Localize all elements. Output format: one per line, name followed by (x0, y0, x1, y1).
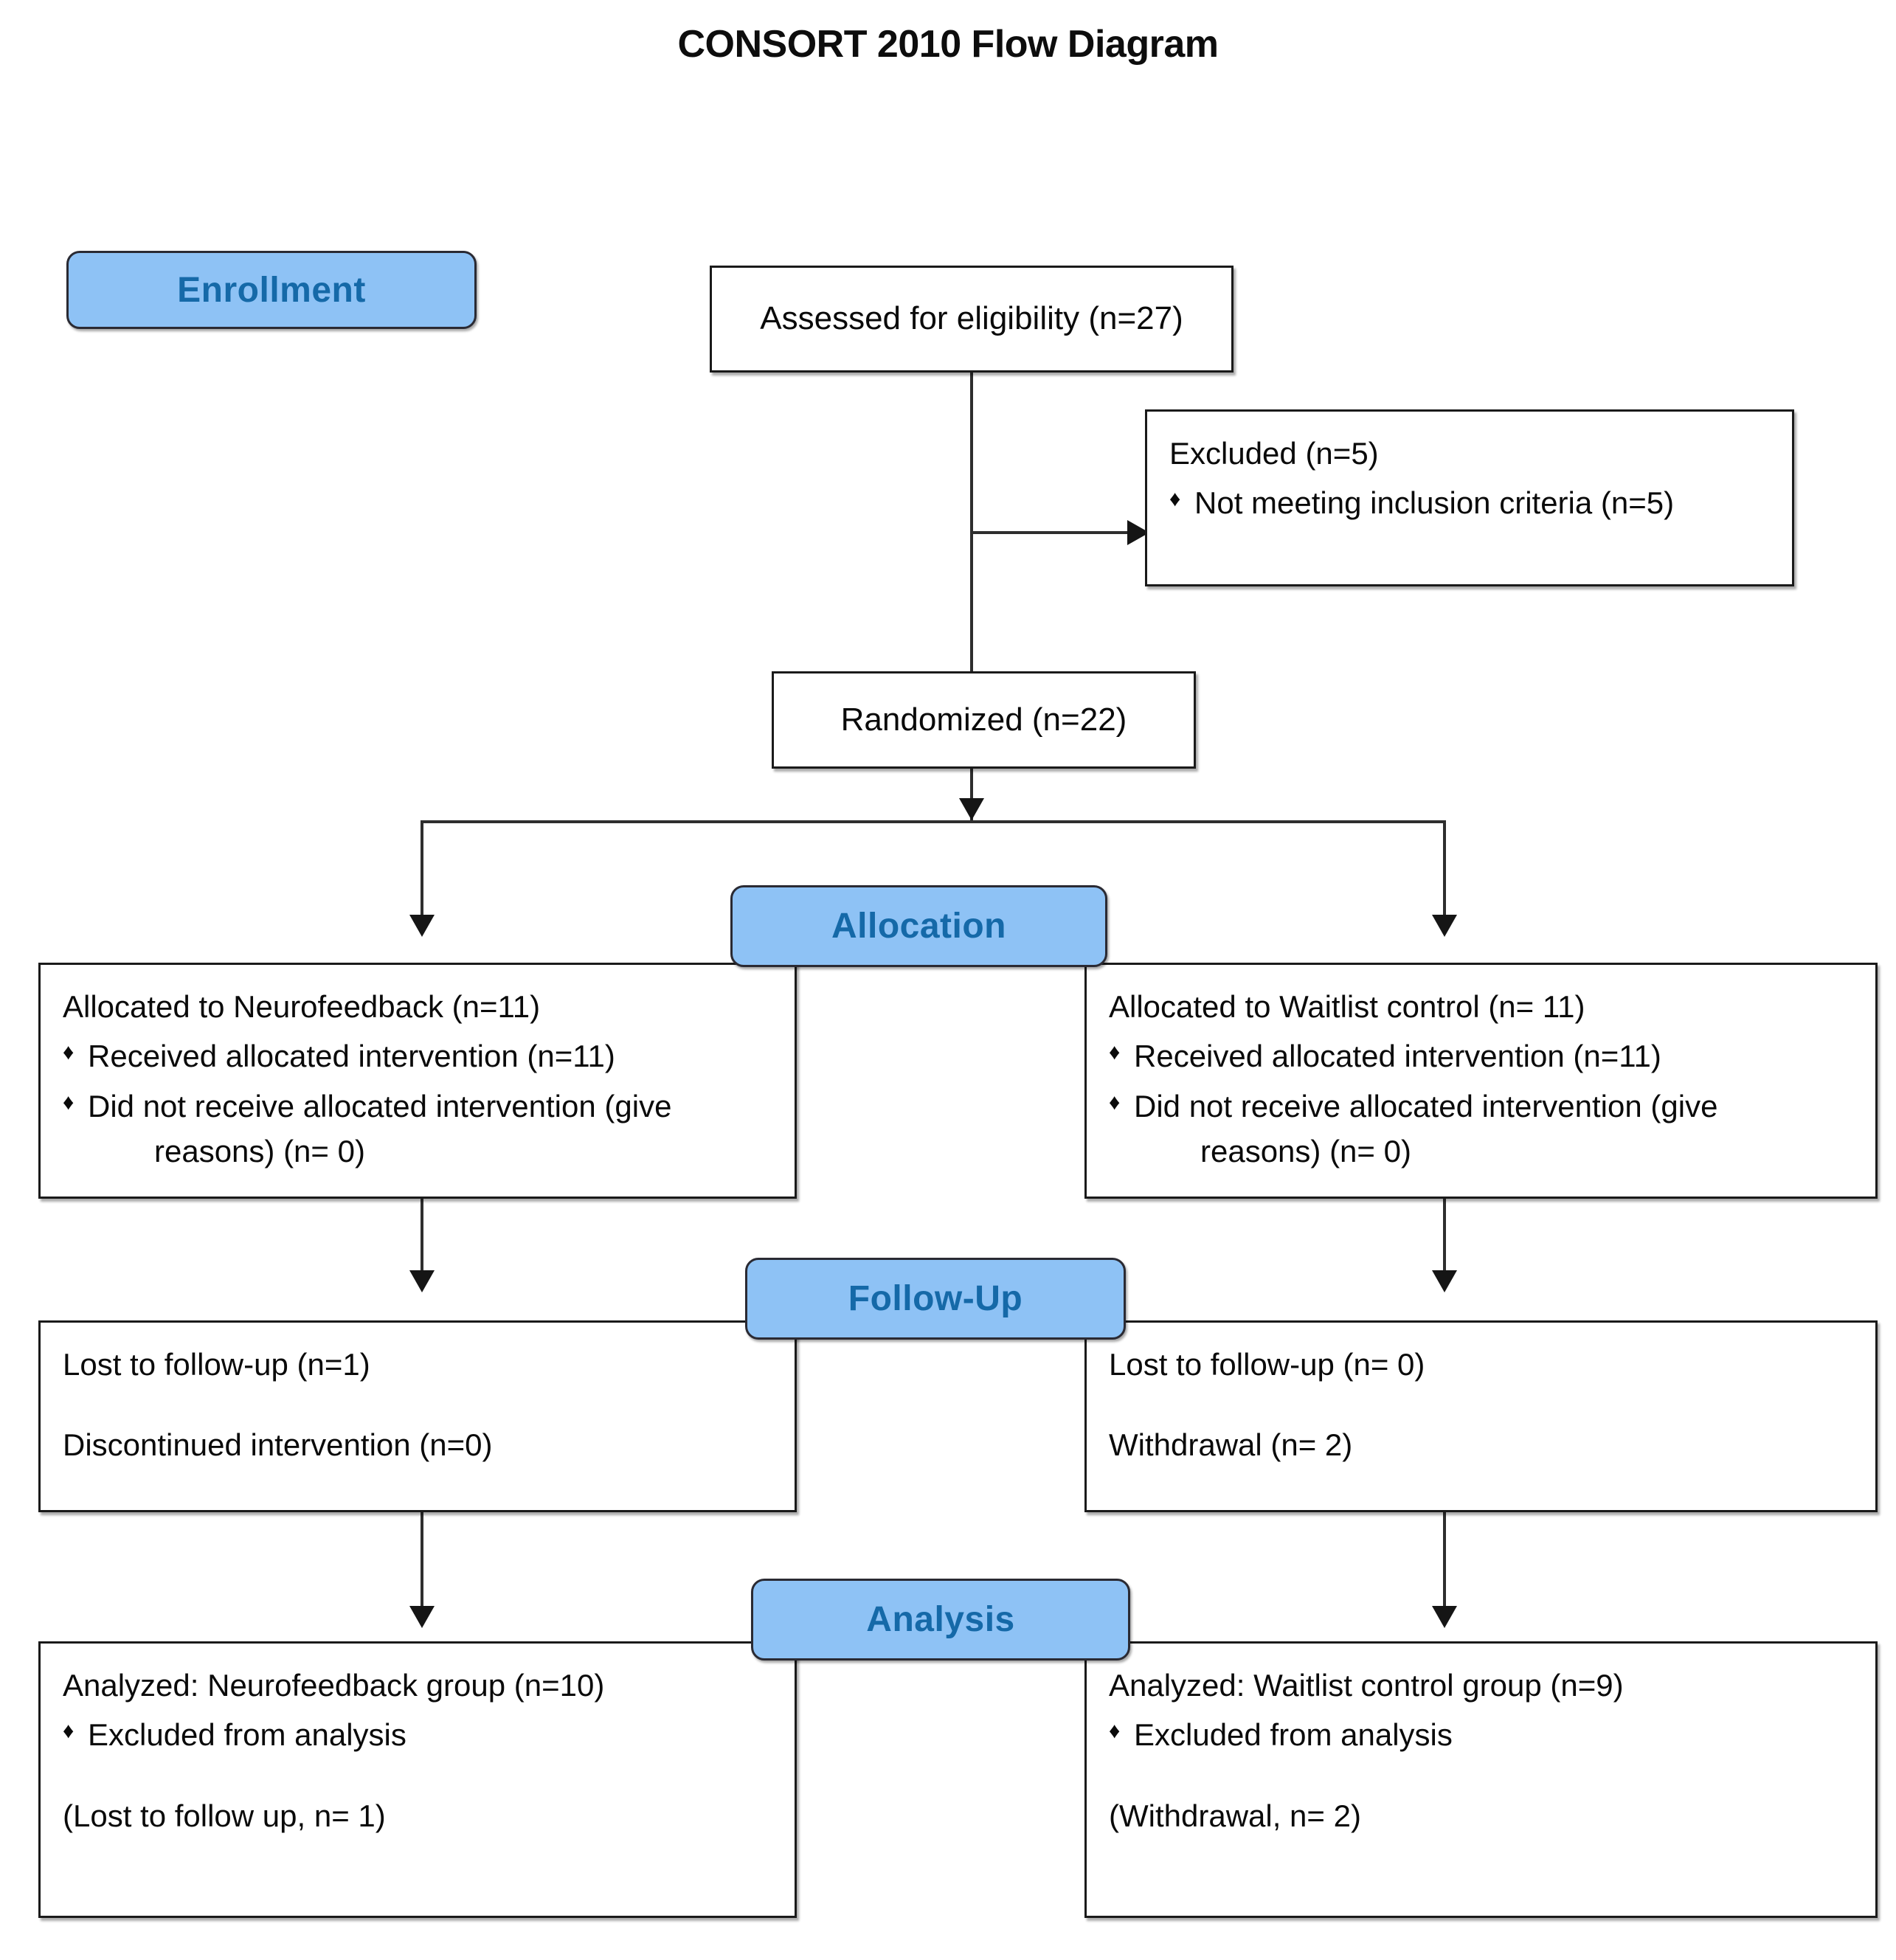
box-excluded: Excluded (n=5) ♦ Not meeting inclusion c… (1145, 409, 1794, 586)
analysis-left-note: (Lost to follow up, n= 1) (63, 1798, 386, 1833)
connector-alloc-left-to-follow (421, 1199, 423, 1276)
follow-right-line1: Lost to follow-up (n= 0) (1109, 1347, 1425, 1382)
alloc-left-bullet-text: Received allocated intervention (n=11) (88, 1039, 615, 1074)
box-followup-neurofeedback: Lost to follow-up (n=1) Discontinued int… (38, 1320, 797, 1512)
box-analysis-neurofeedback: Analyzed: Neurofeedback group (n=10) ♦ E… (38, 1641, 797, 1918)
arrow-follow-right-to-analysis (1432, 1606, 1457, 1628)
alloc-left-bullet-1-second: reasons) (n= 0) (154, 1133, 365, 1168)
arrow-to-alloc-left (409, 915, 435, 937)
excluded-bullet-text: Not meeting inclusion criteria (n=5) (1194, 485, 1675, 521)
connector-alloc-right-to-follow (1443, 1199, 1446, 1276)
alloc-right-bullet-0: ♦ Received allocated intervention (n=11) (1109, 1033, 1853, 1078)
analysis-left-heading: Analyzed: Neurofeedback group (n=10) (63, 1668, 605, 1703)
alloc-left-bullet-0: ♦ Received allocated intervention (n=11) (63, 1033, 772, 1078)
box-allocated-waitlist: Allocated to Waitlist control (n= 11) ♦ … (1084, 963, 1878, 1199)
follow-right-line2: Withdrawal (n= 2) (1109, 1427, 1353, 1463)
arrow-alloc-right-to-follow (1432, 1270, 1457, 1292)
box-assessed-for-eligibility: Assessed for eligibility (n=27) (710, 266, 1234, 373)
analysis-left-bullet-0: ♦ Excluded from analysis (63, 1712, 772, 1757)
stage-label-allocation-text: Allocation (831, 907, 1006, 946)
alloc-left-bullet-1: ♦ Did not receive allocated intervention… (63, 1084, 772, 1174)
alloc-left-heading: Allocated to Neurofeedback (n=11) (63, 989, 541, 1024)
stage-label-allocation: Allocation (730, 885, 1107, 967)
assessed-text: Assessed for eligibility (n=27) (760, 300, 1183, 337)
excluded-bullet-0: ♦ Not meeting inclusion criteria (n=5) (1169, 480, 1770, 525)
stage-label-analysis-text: Analysis (866, 1600, 1015, 1639)
diamond-bullet-icon: ♦ (1109, 1040, 1121, 1065)
analysis-right-bullet-text: Excluded from analysis (1134, 1717, 1453, 1753)
stage-label-followup: Follow-Up (745, 1258, 1126, 1340)
stage-label-enrollment: Enrollment (66, 251, 477, 329)
analysis-right-heading: Analyzed: Waitlist control group (n=9) (1109, 1668, 1624, 1703)
alloc-right-heading: Allocated to Waitlist control (n= 11) (1109, 989, 1585, 1024)
alloc-right-bullet-1-first: Did not receive allocated intervention (… (1134, 1088, 1718, 1123)
box-randomized: Randomized (n=22) (772, 671, 1196, 769)
arrow-to-alloc-right (1432, 915, 1457, 937)
alloc-left-bullet-1-first: Did not receive allocated intervention (… (88, 1088, 672, 1123)
analysis-right-bullet-0: ♦ Excluded from analysis (1109, 1712, 1853, 1757)
connector-follow-right-to-analysis (1443, 1512, 1446, 1612)
excluded-heading: Excluded (n=5) (1169, 436, 1379, 471)
box-analysis-waitlist: Analyzed: Waitlist control group (n=9) ♦… (1084, 1641, 1878, 1918)
connector-split-right-drop (1443, 820, 1446, 920)
page-title: CONSORT 2010 Flow Diagram (677, 23, 1219, 66)
stage-label-followup-text: Follow-Up (848, 1279, 1023, 1318)
alloc-right-bullet-1-second: reasons) (n= 0) (1200, 1133, 1411, 1168)
stage-label-analysis: Analysis (751, 1579, 1130, 1661)
diamond-bullet-icon: ♦ (1109, 1090, 1121, 1115)
alloc-right-bullet-text: Received allocated intervention (n=11) (1134, 1039, 1661, 1074)
connector-randomized-down (970, 769, 973, 820)
diamond-bullet-icon: ♦ (63, 1040, 75, 1065)
box-followup-waitlist: Lost to follow-up (n= 0) Withdrawal (n= … (1084, 1320, 1878, 1512)
diamond-bullet-icon: ♦ (1109, 1719, 1121, 1744)
randomized-text: Randomized (n=22) (840, 701, 1127, 738)
connector-split-left-drop (421, 820, 423, 920)
diamond-bullet-icon: ♦ (1169, 487, 1181, 512)
diamond-bullet-icon: ♦ (63, 1090, 75, 1115)
arrow-randomized-to-split (959, 798, 984, 820)
arrow-alloc-left-to-follow (409, 1270, 435, 1292)
alloc-right-bullet-1: ♦ Did not receive allocated intervention… (1109, 1084, 1853, 1174)
arrow-follow-left-to-analysis (409, 1606, 435, 1628)
follow-left-line1: Lost to follow-up (n=1) (63, 1347, 370, 1382)
connector-assessed-to-randomized (970, 373, 973, 671)
diamond-bullet-icon: ♦ (63, 1719, 75, 1744)
connector-follow-left-to-analysis (421, 1512, 423, 1612)
box-allocated-neurofeedback: Allocated to Neurofeedback (n=11) ♦ Rece… (38, 963, 797, 1199)
connector-allocation-split (421, 820, 1446, 823)
follow-left-line2: Discontinued intervention (n=0) (63, 1427, 493, 1463)
analysis-left-bullet-text: Excluded from analysis (88, 1717, 406, 1753)
analysis-right-note: (Withdrawal, n= 2) (1109, 1798, 1361, 1833)
connector-assessed-to-excluded (970, 531, 1129, 534)
stage-label-enrollment-text: Enrollment (177, 270, 366, 310)
